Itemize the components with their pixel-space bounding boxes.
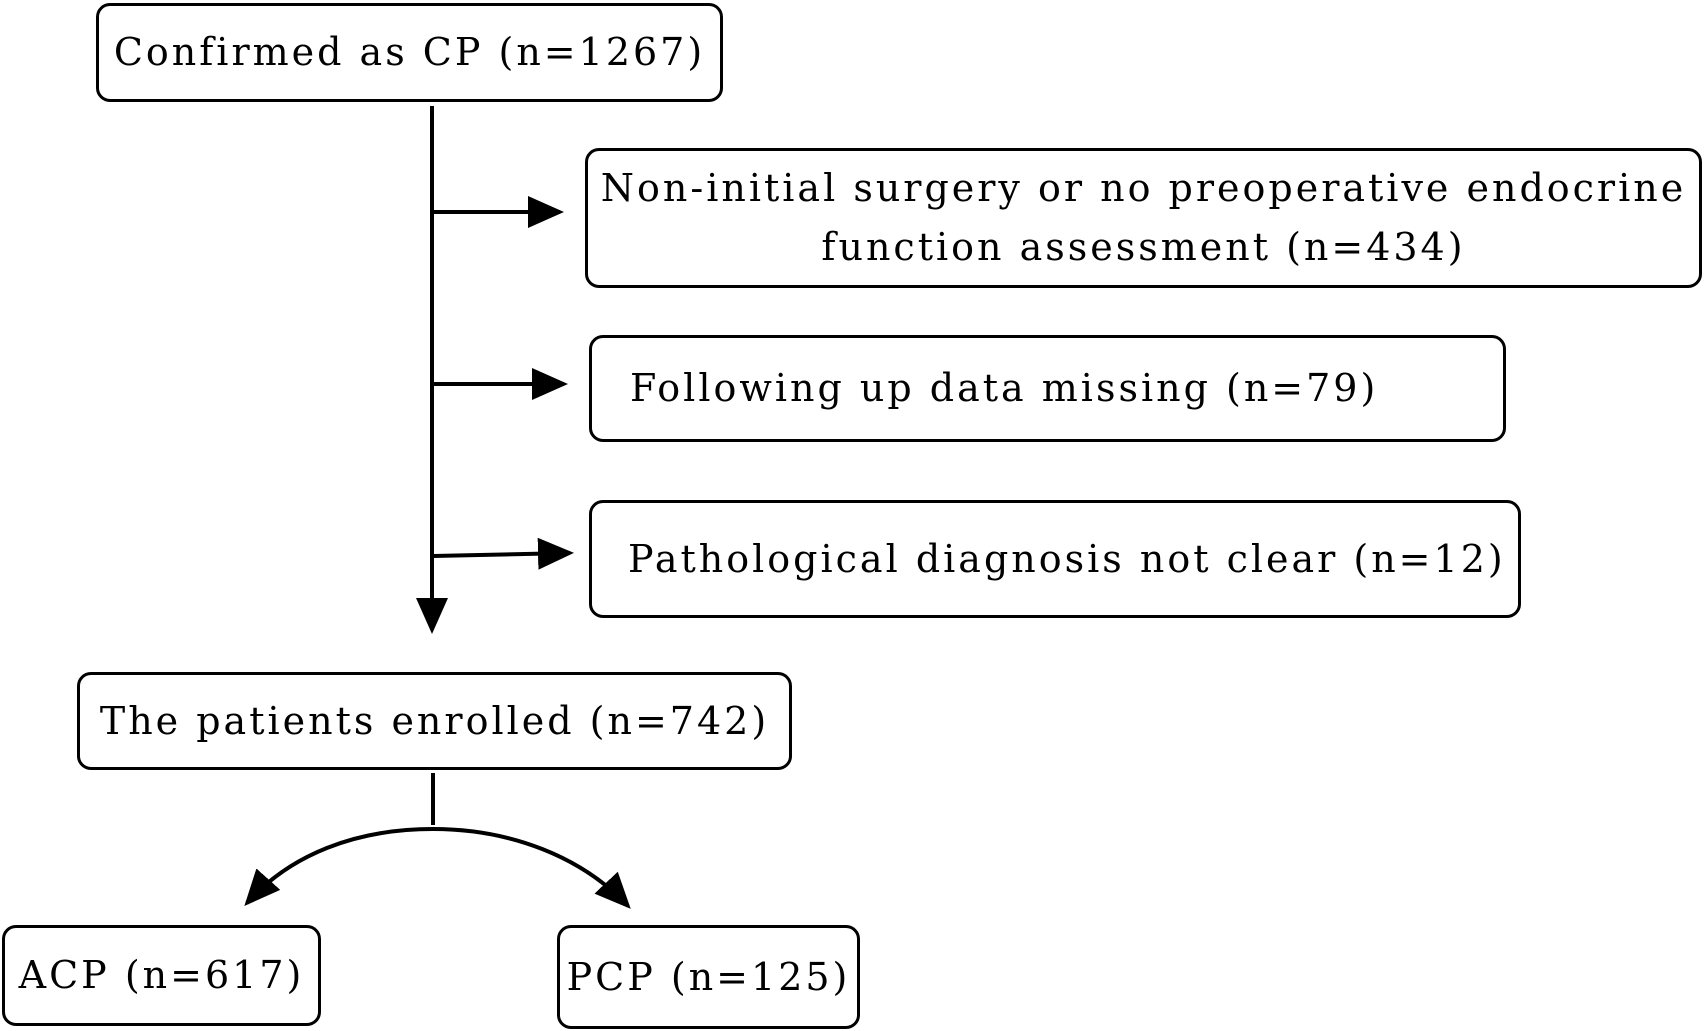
node-acp-label: ACP (n=617) [18, 953, 305, 998]
node-pcp-label: PCP (n=125) [566, 954, 851, 999]
node-enrolled-label: The patients enrolled (n=742) [99, 698, 770, 743]
node-enrolled: The patients enrolled (n=742) [77, 672, 792, 770]
node-pcp: PCP (n=125) [557, 925, 860, 1029]
arrow-to-acp [244, 827, 434, 906]
arrow-to-pcp [432, 827, 631, 909]
node-exclusion-followup-missing: Following up data missing (n=79) [589, 335, 1506, 442]
node-confirmed-label: Confirmed as CP (n=1267) [113, 30, 706, 75]
node-exclusion-initial-surgery-label: Non-initial surgery or no preoperative e… [600, 166, 1687, 269]
node-confirmed: Confirmed as CP (n=1267) [96, 3, 723, 102]
node-exclusion-followup-missing-label: Following up data missing (n=79) [630, 366, 1379, 411]
node-exclusion-pathology-unclear-label: Pathological diagnosis not clear (n=12) [628, 536, 1506, 581]
node-acp: ACP (n=617) [2, 925, 321, 1026]
node-exclusion-pathology-unclear: Pathological diagnosis not clear (n=12) [589, 500, 1521, 618]
node-exclusion-initial-surgery: Non-initial surgery or no preoperative e… [585, 148, 1702, 288]
arrow-to-exclusion-3 [432, 537, 574, 570]
